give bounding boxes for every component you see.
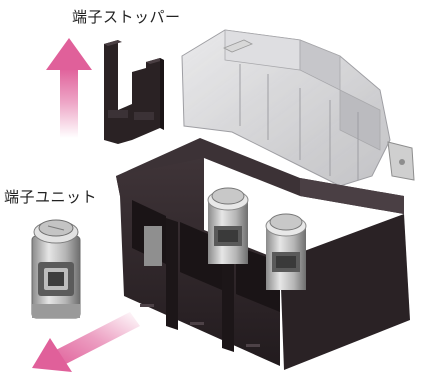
- terminal-stopper-part: [104, 40, 164, 144]
- clear-cover-part: [181, 29, 415, 187]
- block-terminal-0: [144, 226, 162, 266]
- up-arrow-icon: [46, 38, 92, 138]
- block-terminal-1: [207, 187, 249, 264]
- terminal-stopper-label: 端子ストッパー: [72, 8, 181, 26]
- terminal-unit-part: [31, 219, 81, 319]
- block-terminal-2: [265, 213, 307, 290]
- terminal-unit-label: 端子ユニット: [4, 188, 98, 206]
- down-left-arrow-icon: [32, 312, 140, 372]
